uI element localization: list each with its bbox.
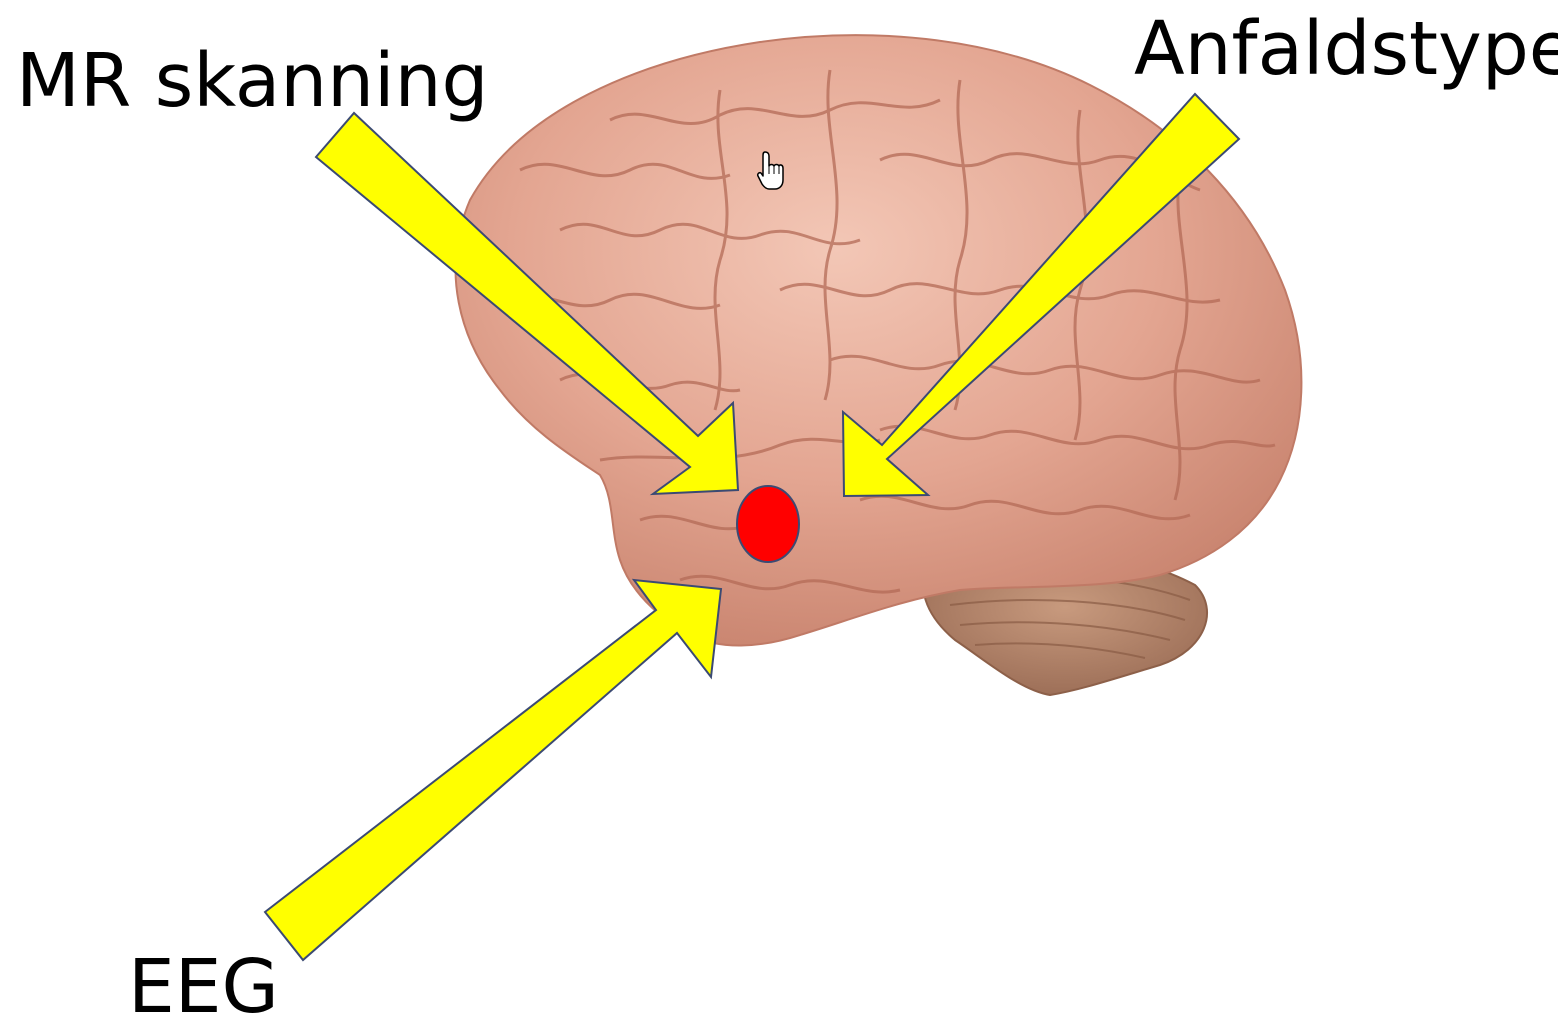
eeg-label: EEG [128,950,279,1024]
mr-scan-label: MR skanning [16,44,488,118]
eeg-arrow [265,580,721,960]
seizure-focus-marker [737,486,799,562]
seizure-type-label: Anfaldstype [1134,12,1558,86]
